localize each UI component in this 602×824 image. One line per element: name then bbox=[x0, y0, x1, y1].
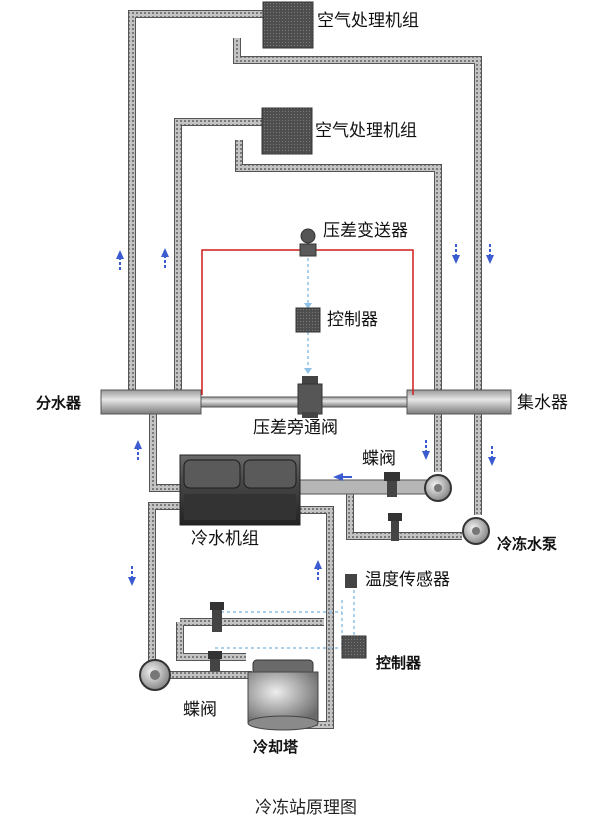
controller-top-icon bbox=[295, 307, 321, 333]
flow-arrow-up-icon bbox=[134, 440, 142, 460]
ahu-top bbox=[262, 1, 314, 49]
temp-sensor-icon bbox=[345, 574, 357, 588]
chilled-pump-hub bbox=[472, 527, 480, 535]
flow-arrow-down-icon bbox=[128, 566, 136, 586]
temp-sensor-label: 温度传感器 bbox=[365, 570, 450, 590]
controller-bottom-label: 控制器 bbox=[376, 654, 422, 672]
chilled-pump-label: 冷冻水泵 bbox=[497, 535, 558, 553]
cooling-pump-hub bbox=[150, 670, 160, 680]
butterfly-valve-bottom-label: 蝶阀 bbox=[183, 700, 217, 720]
flow-arrow-down-icon bbox=[452, 244, 460, 264]
ahu-mid bbox=[261, 107, 313, 155]
ahu-mid-label: 空气处理机组 bbox=[315, 121, 417, 141]
flow-arrow-up-icon bbox=[314, 560, 322, 580]
bypass-valve-label: 压差旁通阀 bbox=[253, 418, 338, 438]
distributor-header bbox=[100, 389, 202, 415]
collector-header bbox=[406, 389, 512, 415]
butterfly-valve-bottom-icon bbox=[208, 602, 224, 671]
flow-arrow-down-icon bbox=[422, 440, 430, 460]
signal-arrow bbox=[304, 303, 312, 309]
collector-label: 集水器 bbox=[517, 393, 568, 413]
flow-arrow-up-icon bbox=[161, 248, 169, 268]
ahu-top-label: 空气处理机组 bbox=[317, 11, 419, 31]
cooling-tower-icon bbox=[247, 659, 319, 731]
pump-upper-hub bbox=[434, 484, 442, 492]
butterfly-valve-lower-icon bbox=[388, 513, 402, 541]
chiller-unit bbox=[179, 454, 301, 526]
distributor-label: 分水器 bbox=[36, 394, 82, 412]
bypass-valve-icon bbox=[297, 376, 323, 418]
controller-top-label: 控制器 bbox=[327, 310, 378, 330]
cooling-tower-label: 冷却塔 bbox=[253, 738, 299, 756]
flow-arrow-up-icon bbox=[116, 250, 124, 270]
flow-arrow-down-icon bbox=[488, 446, 496, 466]
diagram-caption: 冷冻站原理图 bbox=[255, 798, 357, 818]
flow-arrows bbox=[116, 244, 496, 586]
flow-arrow-down-icon bbox=[486, 244, 494, 264]
controller-bottom-icon bbox=[341, 635, 367, 659]
dp-transmitter-icon bbox=[299, 228, 317, 257]
control-dashed-lines bbox=[215, 258, 355, 649]
chiller-label: 冷水机组 bbox=[191, 529, 259, 549]
butterfly-valve-top-label: 蝶阀 bbox=[362, 449, 396, 469]
dp-transmitter-label: 压差变送器 bbox=[323, 221, 408, 241]
butterfly-valve-top-icon bbox=[384, 472, 400, 497]
flow-arrow-left-icon bbox=[333, 473, 352, 481]
signal-arrow bbox=[304, 368, 312, 374]
